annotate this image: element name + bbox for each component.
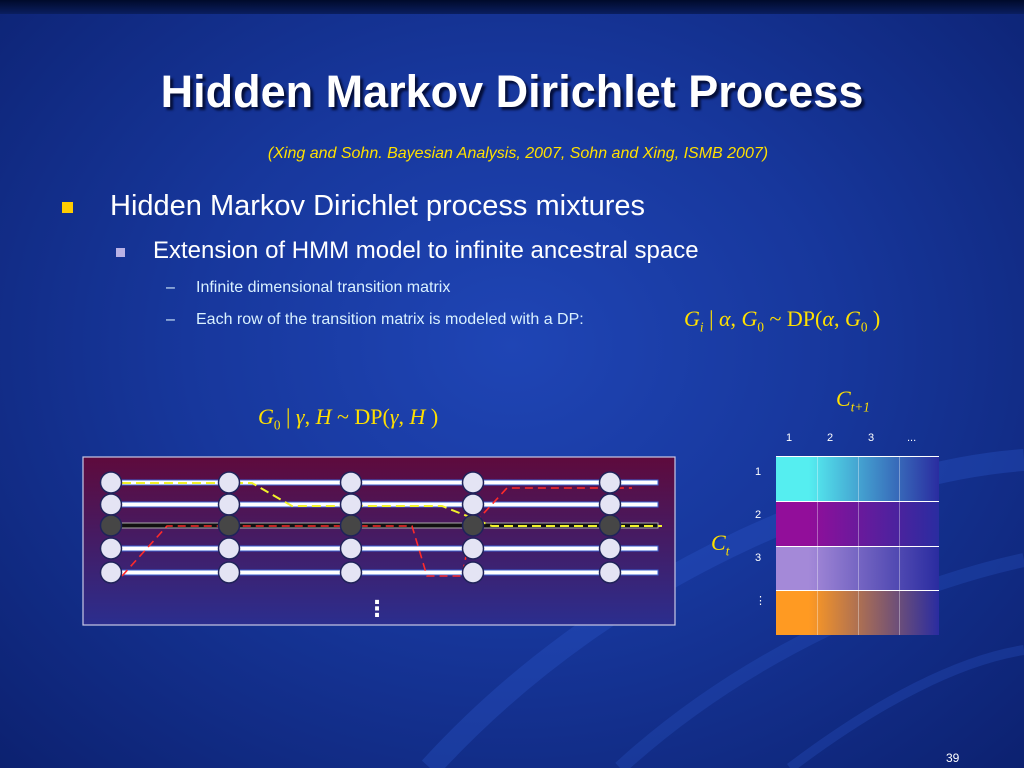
- dash-marker: –: [166, 311, 175, 328]
- column-header-1: 1: [786, 432, 793, 444]
- row-header-2: 2: [755, 509, 762, 521]
- state-node: [339, 493, 363, 516]
- matrix-cell-divider: [817, 501, 818, 546]
- column-header-3: 3: [868, 432, 875, 444]
- state-node: [217, 561, 241, 584]
- matrix-cell-divider: [899, 546, 900, 591]
- matrix-cell-divider: [899, 457, 900, 501]
- state-node: [461, 514, 485, 537]
- state-node: [598, 471, 622, 494]
- row-header-3: 3: [755, 552, 762, 564]
- matrix-row-4: [776, 590, 939, 635]
- bullet-text: Infinite dimensional transition matrix: [196, 279, 451, 296]
- state-node: [99, 514, 123, 537]
- row-header-1: 1: [755, 466, 762, 478]
- bullet-text: Hidden Markov Dirichlet process mixtures: [110, 190, 646, 222]
- state-node: [598, 514, 622, 537]
- state-node: [217, 537, 241, 560]
- base-dp-formula: G0 | γ, H ~ DP(γ, H ): [258, 404, 439, 433]
- matrix-cell-divider: [858, 546, 859, 591]
- state-node: [598, 561, 622, 584]
- state-node: [99, 493, 123, 516]
- matrix-cell-divider: [817, 457, 818, 501]
- state-node: [217, 471, 241, 494]
- bullet-square-icon: [116, 248, 125, 257]
- state-node: [339, 537, 363, 560]
- state-node: [461, 471, 485, 494]
- state-node: [339, 561, 363, 584]
- matrix-row-3: [776, 545, 939, 591]
- state-node: [99, 537, 123, 560]
- state-node: [339, 471, 363, 494]
- page-number: 39: [946, 751, 960, 765]
- state-node: [461, 493, 485, 516]
- state-node: [598, 537, 622, 560]
- matrix-cell-divider: [899, 591, 900, 635]
- state-node: [217, 514, 241, 537]
- state-node: [99, 561, 123, 584]
- state-node: [461, 561, 485, 584]
- hmm-lattice-diagram: ⋮: [82, 456, 676, 626]
- matrix-cell-divider: [858, 457, 859, 501]
- state-node: [217, 493, 241, 516]
- matrix-column-label: Ct+1: [836, 386, 870, 415]
- matrix-cell-divider: [858, 501, 859, 546]
- matrix-row-label: Ct: [711, 530, 730, 559]
- red-path: [121, 487, 632, 577]
- yellow-path: [122, 482, 662, 527]
- matrix-row-2: [776, 500, 939, 546]
- state-node: [461, 537, 485, 560]
- matrix-row-1: [776, 456, 939, 501]
- slide-title: Hidden Markov Dirichlet Process: [160, 66, 864, 117]
- state-node: [598, 493, 622, 516]
- row-header-more: ⋮: [755, 595, 766, 607]
- matrix-cell-divider: [899, 501, 900, 546]
- top-bar: [0, 0, 1024, 14]
- bullet-text: Extension of HMM model to infinite ances…: [153, 237, 699, 264]
- state-nodes: [99, 471, 622, 584]
- column-header-2: 2: [827, 432, 834, 444]
- matrix-cell-divider: [817, 591, 818, 635]
- more-states-ellipsis: ⋮: [366, 597, 388, 622]
- state-node: [339, 514, 363, 537]
- bullet-square-icon: [62, 202, 73, 213]
- dash-marker: –: [166, 279, 175, 296]
- state-node: [99, 471, 123, 494]
- row-dp-formula: Gi | α, G0 ~ DP(α, G0 ): [684, 306, 881, 335]
- column-header-more: ...: [907, 432, 917, 444]
- matrix-cell-divider: [858, 591, 859, 635]
- transition-matrix: [776, 456, 939, 635]
- citation: (Xing and Sohn. Bayesian Analysis, 2007,…: [267, 145, 769, 162]
- matrix-cell-divider: [817, 546, 818, 591]
- bullet-text: Each row of the transition matrix is mod…: [196, 311, 584, 328]
